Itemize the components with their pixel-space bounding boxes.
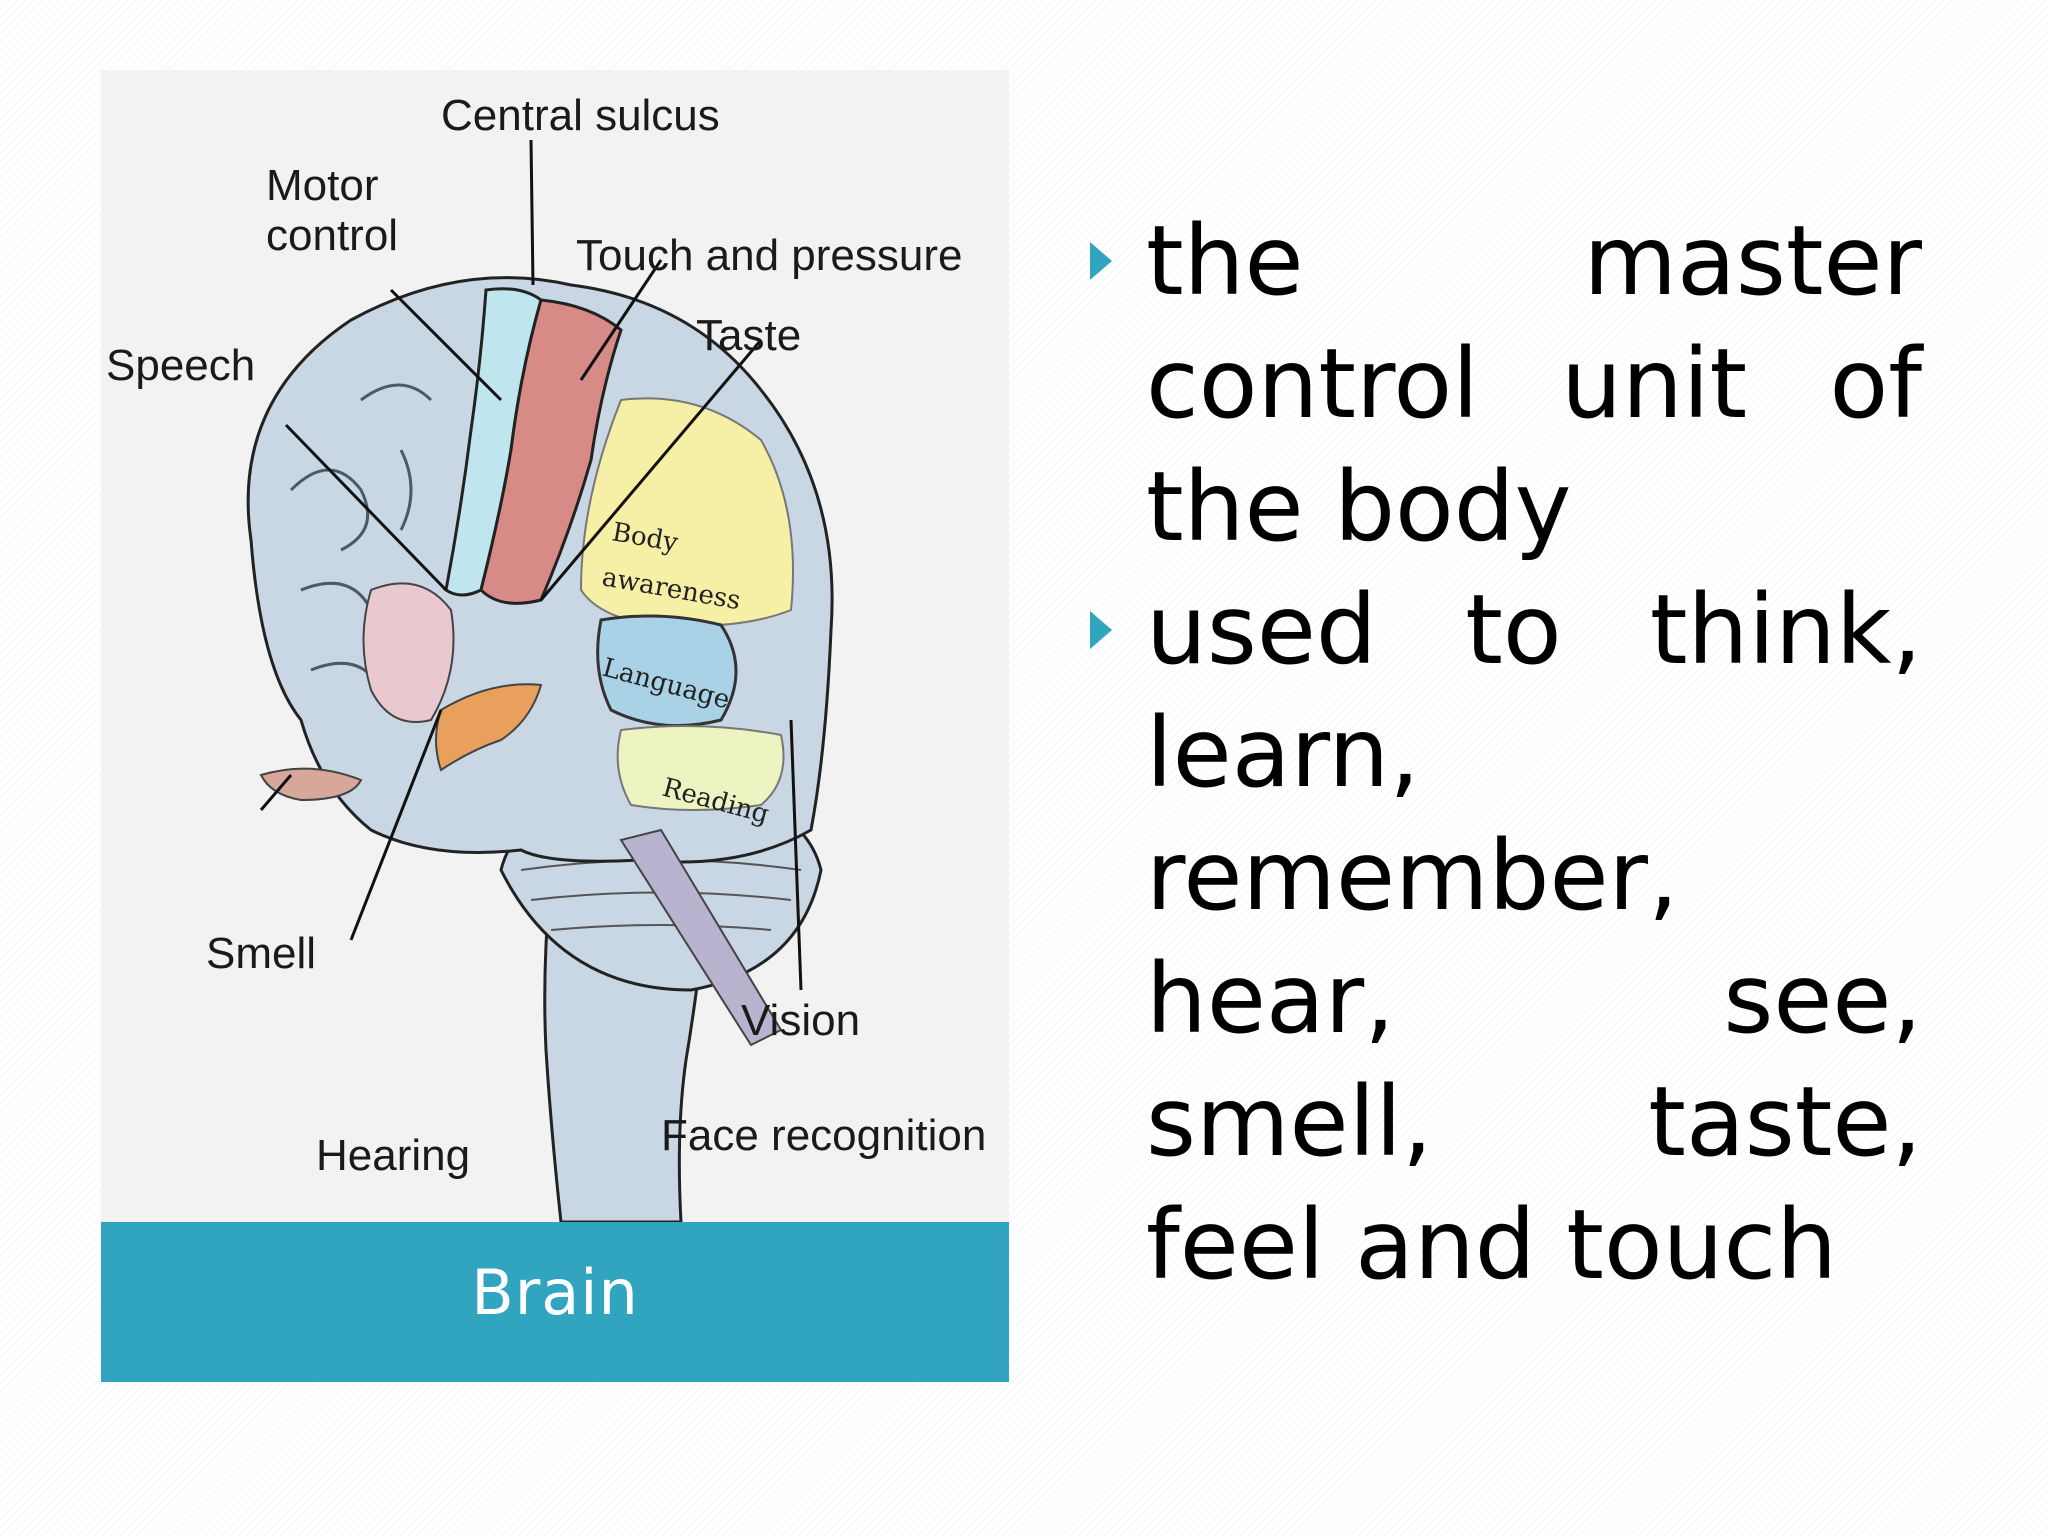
bullet-text: the master control unit of the body xyxy=(1146,205,1922,563)
leader-lines xyxy=(259,139,803,991)
language-area xyxy=(596,614,738,728)
label-face-recognition: Face recognition xyxy=(661,1111,986,1160)
label-hearing: Hearing xyxy=(316,1131,470,1180)
bullet-text: used to think, learn, remember, hear, se… xyxy=(1146,574,1922,1301)
label-motor: Motor xyxy=(266,161,378,210)
label-vision: Vision xyxy=(741,996,860,1045)
label-taste: Taste xyxy=(696,311,801,360)
bullet-item: the master control unit of the body xyxy=(1090,200,1922,569)
bullet-list: the master control unit of the body used… xyxy=(1090,200,1922,1307)
label-control: control xyxy=(266,211,398,260)
optic-tract xyxy=(619,828,783,1047)
bullet-arrow-icon xyxy=(1090,242,1112,280)
bullet-item: used to think, learn, remember, hear, se… xyxy=(1090,569,1922,1307)
smell-area xyxy=(259,767,363,802)
label-speech: Speech xyxy=(106,341,255,390)
brain-figure: Central sulcus Motor control Touch and p… xyxy=(101,70,1009,1222)
body-awareness-area xyxy=(579,397,794,627)
caption-bar: Brain xyxy=(101,1222,1009,1382)
label-touch-and-pressure: Touch and pressure xyxy=(576,231,962,280)
figure-caption: Brain xyxy=(471,1256,639,1329)
speech-area xyxy=(362,582,455,723)
label-smell: Smell xyxy=(206,929,316,978)
brain-diagram: Central sulcus Motor control Touch and p… xyxy=(106,91,986,1222)
bullet-arrow-icon xyxy=(1090,611,1112,649)
reading-area xyxy=(616,725,785,811)
hearing-area xyxy=(435,683,543,772)
label-central-sulcus: Central sulcus xyxy=(441,91,720,140)
